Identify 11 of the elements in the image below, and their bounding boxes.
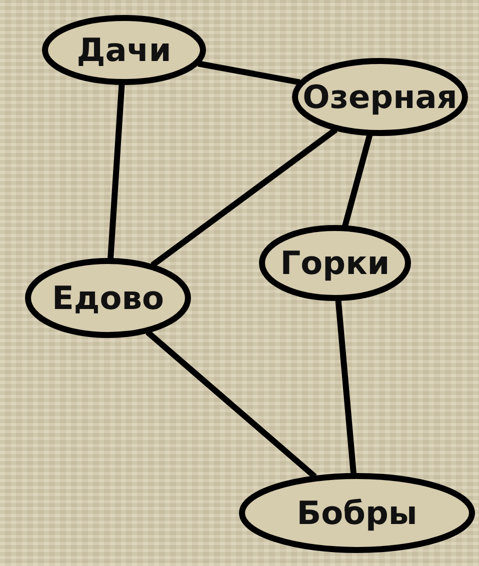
node-label: Дачи [76, 31, 172, 69]
connector-line [198, 60, 300, 86]
node-label: Озерная [302, 78, 458, 116]
node-label: Бобры [296, 494, 418, 532]
connector-line [342, 134, 373, 228]
node-label: Едово [52, 279, 164, 317]
connector-line [335, 300, 357, 474]
connector-line [108, 84, 125, 260]
connector-line [146, 330, 317, 479]
connector-line [150, 127, 338, 268]
node-label: Горки [280, 244, 390, 282]
